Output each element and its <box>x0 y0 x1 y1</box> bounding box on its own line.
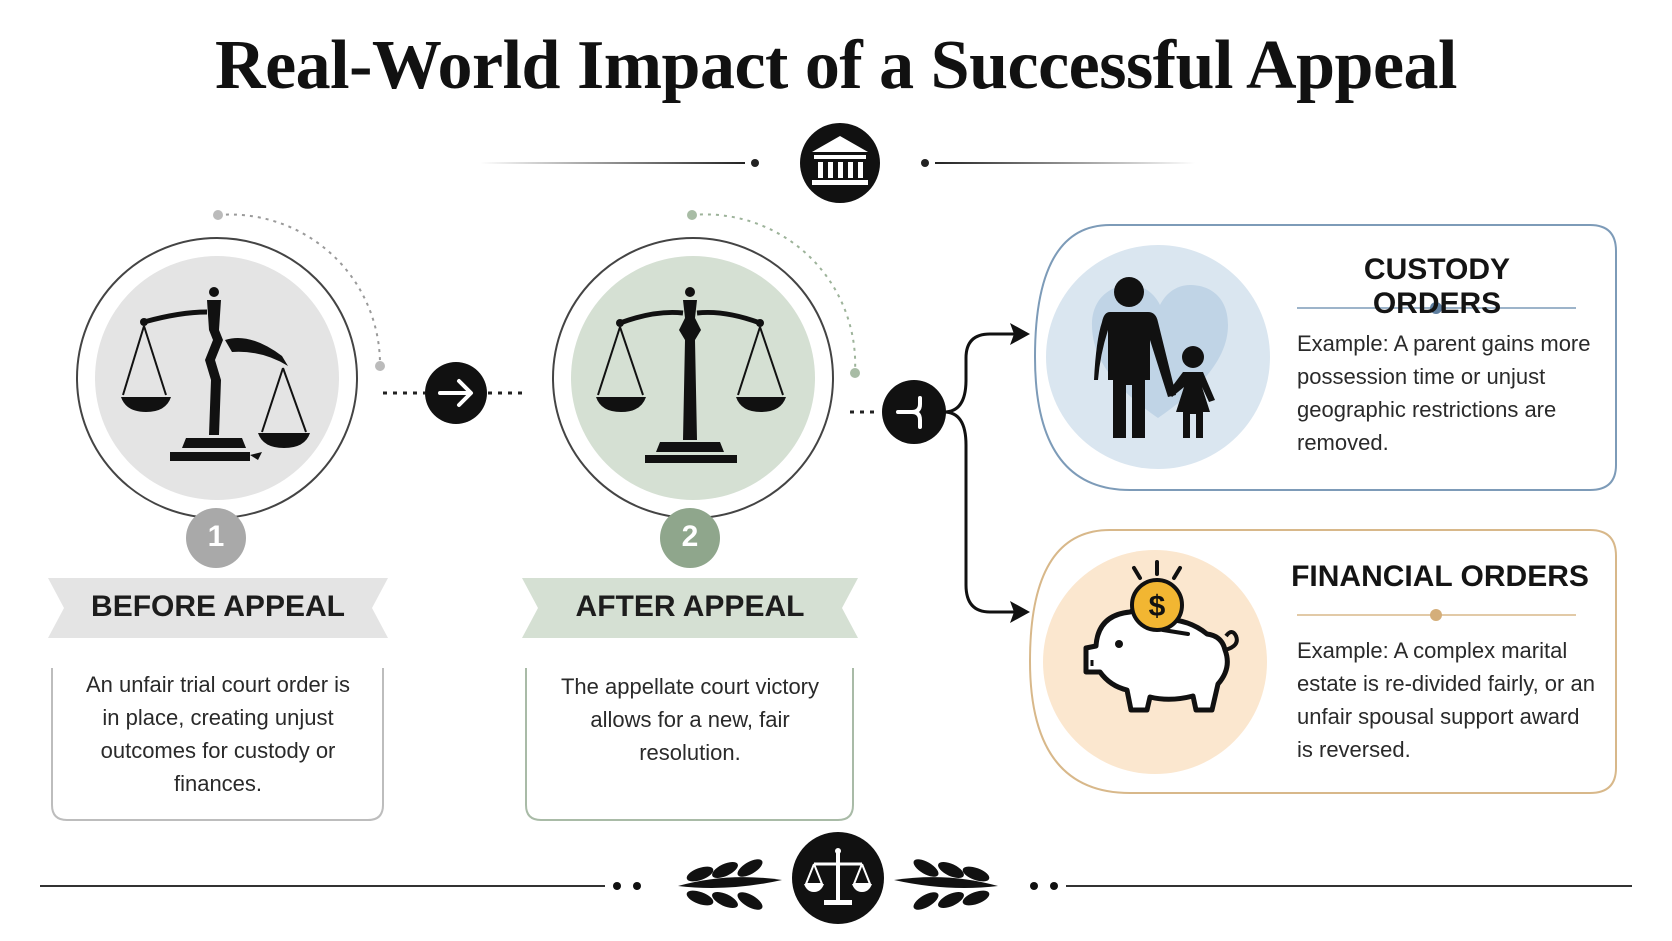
badge-2-number: 2 <box>681 520 699 553</box>
fork-connector <box>850 323 1030 623</box>
after-banner <box>522 578 858 638</box>
piggy-bank-icon <box>1083 601 1239 713</box>
laurel-right-icon <box>894 859 998 910</box>
broken-scale-icon <box>121 287 310 461</box>
before-banner <box>48 578 388 638</box>
balanced-scale-icon <box>596 287 786 463</box>
financial-orders-title: FINANCIAL ORDERS <box>1291 560 1589 593</box>
split-icon <box>882 380 946 444</box>
after-appeal-description: The appellate court victory allows for a… <box>560 674 820 765</box>
after-appeal-label: AFTER APPEAL <box>575 590 805 623</box>
after-appeal-graphic <box>552 210 860 519</box>
before-appeal-description: An unfair trial court order is in place,… <box>85 672 351 796</box>
page-title: Real-World Impact of a Successful Appeal <box>215 27 1457 104</box>
badge-1 <box>186 508 246 568</box>
after-desc-box <box>525 668 854 821</box>
arrow-right-icon <box>425 362 487 424</box>
coin-symbol: $ <box>1149 590 1166 623</box>
before-desc-box <box>51 668 384 821</box>
footer-scale-icon <box>792 832 884 924</box>
footer-ornament <box>40 832 1632 924</box>
laurel-left-icon <box>678 859 782 910</box>
custody-orders-text: Example: A parent gains more possession … <box>1297 331 1591 455</box>
step-connector <box>383 362 528 424</box>
parent-child-icon <box>1094 277 1215 438</box>
before-appeal-label: BEFORE APPEAL <box>91 590 345 623</box>
courthouse-icon <box>800 123 880 203</box>
before-appeal-graphic <box>76 210 385 519</box>
coin-icon: $ <box>1130 560 1184 632</box>
badge-1-number: 1 <box>207 520 225 553</box>
custody-orders-title: CUSTODY ORDERS <box>1363 253 1511 320</box>
custody-card <box>1033 224 1617 491</box>
financial-orders-text: Example: A complex marital estate is re-… <box>1297 638 1595 762</box>
financial-card: $ <box>1028 529 1617 794</box>
badge-2 <box>660 508 720 568</box>
header-divider <box>480 123 1195 203</box>
